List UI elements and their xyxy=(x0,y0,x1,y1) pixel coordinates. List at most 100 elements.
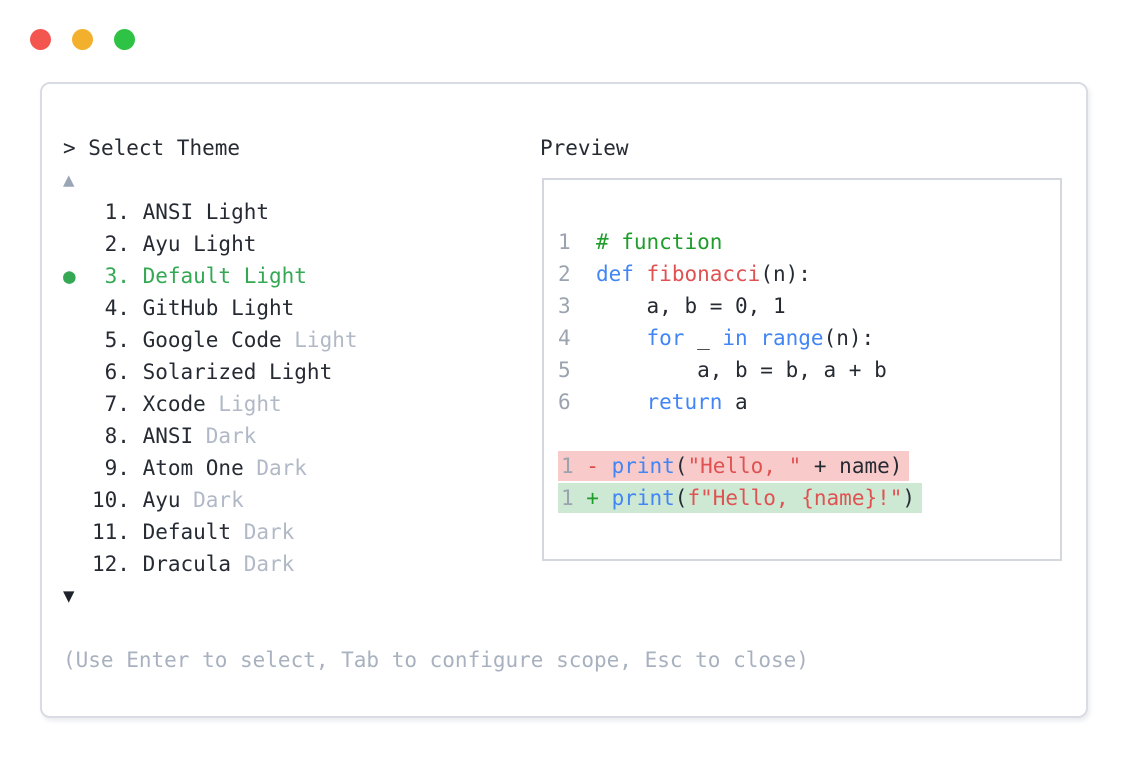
theme-item-name: Default Light xyxy=(142,264,307,288)
line-number: 1 xyxy=(558,230,571,254)
line-number: 1 xyxy=(561,486,574,510)
code-token: f"Hello, {name}!" xyxy=(687,486,903,510)
theme-item-number: 9. xyxy=(104,456,130,480)
theme-list-item[interactable]: 12. Dracula Dark xyxy=(63,548,358,580)
blank-line xyxy=(558,418,1050,450)
code-token: # function xyxy=(595,230,723,254)
theme-item-name: Solarized Light xyxy=(142,360,333,384)
theme-item-name: Ayu xyxy=(142,488,181,512)
minimize-button[interactable] xyxy=(72,29,93,50)
code-line: 1 # function xyxy=(558,226,1050,258)
theme-item-name: Dracula xyxy=(142,552,232,576)
theme-item-suffix: Light xyxy=(218,392,282,416)
theme-list-item[interactable]: 11. Default Dark xyxy=(63,516,358,548)
theme-list-item[interactable]: 6. Solarized Light xyxy=(63,356,358,388)
theme-picker-panel: > Select Theme ▲ 1. ANSI Light 2. Ayu Light ●… xyxy=(40,82,1088,718)
theme-list-item[interactable]: 2. Ayu Light xyxy=(63,228,358,260)
theme-list-item[interactable]: 7. Xcode Light xyxy=(63,388,358,420)
code-token: ( xyxy=(674,486,688,510)
window-controls xyxy=(30,29,135,50)
theme-item-name: ANSI Light xyxy=(142,200,269,224)
diff-sign-icon: + xyxy=(586,486,599,510)
theme-item-number: 3. xyxy=(104,264,130,288)
code-token: print xyxy=(611,486,675,510)
code-token: fibonacci xyxy=(646,262,761,286)
theme-item-suffix: Dark xyxy=(243,552,295,576)
line-number: 6 xyxy=(558,390,571,414)
theme-item-name: Default xyxy=(142,520,232,544)
diff-sign-icon: - xyxy=(586,454,599,478)
scroll-down-icon: ▼ xyxy=(63,585,75,607)
theme-item-number: 8. xyxy=(104,424,130,448)
line-number: 1 xyxy=(561,454,574,478)
theme-item-number: 10. xyxy=(92,488,130,512)
prompt-line: > Select Theme xyxy=(63,132,240,164)
code-token: + name) xyxy=(801,454,903,478)
code-token: _ xyxy=(684,326,723,350)
theme-item-number: 12. xyxy=(92,552,130,576)
theme-item-number: 11. xyxy=(92,520,130,544)
prompt-char: > xyxy=(63,136,76,160)
code-line: 3 a, b = 0, 1 xyxy=(558,290,1050,322)
close-button[interactable] xyxy=(30,29,51,50)
code-token: a, b = 0, 1 xyxy=(595,294,786,318)
hint-text: (Use Enter to select, Tab to configure s… xyxy=(63,648,809,672)
theme-item-suffix: Dark xyxy=(256,456,307,480)
code-line: 2 def fibonacci(n): xyxy=(558,258,1050,290)
line-number: 3 xyxy=(558,294,571,318)
theme-list-item[interactable]: 4. GitHub Light xyxy=(63,292,358,324)
code-line: 4 for _ in range(n): xyxy=(558,322,1050,354)
theme-item-suffix: Dark xyxy=(193,488,244,512)
code-token: a xyxy=(722,390,748,414)
theme-item-name: GitHub Light xyxy=(142,296,295,320)
diff-line-removed: 1-print("Hello, " + name) xyxy=(558,450,1050,482)
theme-item-suffix: Dark xyxy=(243,520,295,544)
line-number: 2 xyxy=(558,262,571,286)
zoom-button[interactable] xyxy=(114,29,135,50)
theme-item-name: Ayu Light xyxy=(142,232,257,256)
code-token xyxy=(596,326,647,350)
code-token: ( xyxy=(674,454,688,478)
code-token: def xyxy=(595,262,634,286)
diff-line-highlight: 1-print("Hello, " + name) xyxy=(558,451,910,481)
preview-label: Preview xyxy=(540,136,629,160)
diff-lines: 1-print("Hello, " + name)1+print(f"Hello… xyxy=(558,450,1050,514)
code-token: in xyxy=(722,326,748,350)
code-token: (n): xyxy=(823,326,875,350)
code-token: (n): xyxy=(760,262,811,286)
code-line: 6 return a xyxy=(558,386,1050,418)
theme-item-number: 1. xyxy=(104,200,130,224)
theme-list-item[interactable]: 1. ANSI Light xyxy=(63,196,358,228)
theme-item-suffix: Light xyxy=(294,328,358,352)
code-token: "Hello, " xyxy=(687,454,802,478)
theme-item-number: 6. xyxy=(104,360,130,384)
line-number: 5 xyxy=(558,358,571,382)
theme-item-number: 7. xyxy=(104,392,130,416)
code-line: 5 a, b = b, a + b xyxy=(558,354,1050,386)
theme-item-name: Google Code xyxy=(142,328,282,352)
selected-bullet-icon: ● xyxy=(63,264,76,288)
theme-item-suffix: Dark xyxy=(205,424,257,448)
theme-list: 1. ANSI Light 2. Ayu Light ● 3. Default Light 4… xyxy=(63,196,358,580)
code-token: print xyxy=(611,454,675,478)
theme-item-number: 5. xyxy=(104,328,130,352)
code-token xyxy=(634,262,647,286)
scroll-up-icon: ▲ xyxy=(63,169,75,191)
page-title: Select Theme xyxy=(88,136,241,160)
theme-item-number: 4. xyxy=(104,296,130,320)
theme-list-item[interactable]: 5. Google Code Light xyxy=(63,324,358,356)
diff-line-highlight: 1+print(f"Hello, {name}!") xyxy=(558,483,923,513)
code-token xyxy=(596,390,647,414)
code-token: for xyxy=(646,326,685,350)
code-token: range xyxy=(760,326,824,350)
theme-list-item[interactable]: ● 3. Default Light xyxy=(63,260,358,292)
line-number: 4 xyxy=(558,326,571,350)
code-token: a, b = b, a + b xyxy=(595,358,887,382)
theme-item-number: 2. xyxy=(104,232,130,256)
theme-item-name: Xcode xyxy=(142,392,206,416)
theme-list-item[interactable]: 10. Ayu Dark xyxy=(63,484,358,516)
